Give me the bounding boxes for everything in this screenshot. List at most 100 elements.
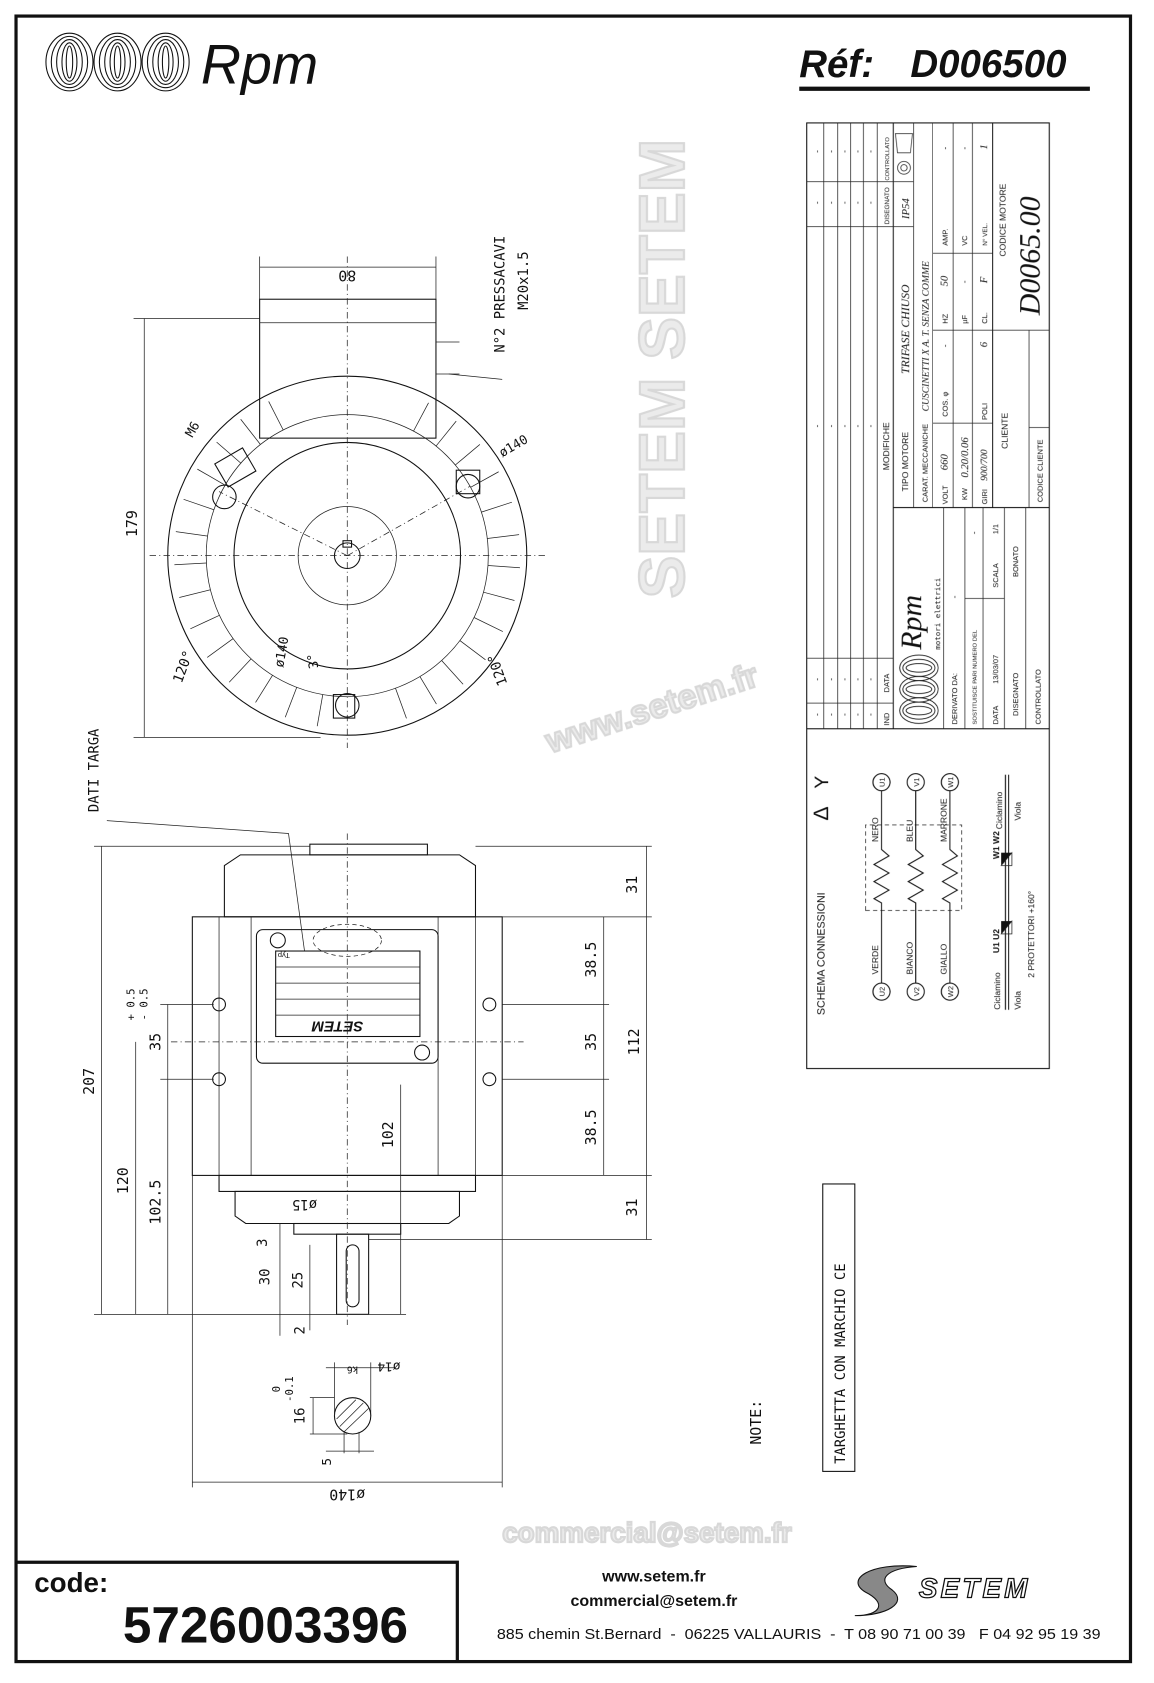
terminal-end-label: V1 (912, 778, 921, 787)
shaft (336, 1233, 370, 1315)
volt-value: 660 (939, 454, 951, 471)
tb-logo-brand: Rpm (895, 595, 928, 651)
fin (441, 660, 464, 685)
tipo-motore: TRIFASE CHIUSO (899, 284, 912, 374)
sostituisce-value: - (969, 531, 979, 534)
terminal-start-label: W2 (946, 986, 955, 997)
amp-value: - (940, 147, 950, 150)
watermark-email: commercial@setem.fr (502, 1517, 792, 1548)
star-symbol: Y (812, 776, 833, 789)
cl-label: CL. (980, 312, 989, 324)
modifiche-empty-cell: - (812, 201, 822, 204)
modifiche-empty-cell: - (825, 150, 835, 153)
wire-color-end: NERO (870, 817, 880, 842)
terminal-cover (255, 929, 439, 1064)
modifiche-empty-cell: - (852, 150, 862, 153)
footer: code: 5726003396 www.setem.fr commercial… (16, 1560, 1101, 1662)
mod-modifiche-header: MODIFICHE (881, 422, 891, 470)
derivato-value: - (949, 595, 959, 598)
poli-value: 6 (978, 341, 990, 347)
fixing-circle-top: ø140 (497, 432, 531, 460)
derivato-label: DERIVATO DA: (950, 673, 959, 724)
title-block: ------------------------- IND DATA MODIF… (806, 122, 1050, 1070)
modifiche-empty-cell: - (865, 201, 875, 204)
shaft-key (345, 1244, 360, 1308)
watermark-brand: SETEM SETEM (626, 139, 698, 599)
modifiche-empty-cell: - (839, 678, 849, 681)
fin (413, 402, 429, 432)
prot-right-terms: W1 W2 (991, 831, 1001, 859)
codice-motore-label: CODICE MOTORE (997, 183, 1007, 256)
fin (487, 534, 520, 539)
fin (487, 565, 520, 569)
coil-logo-icon (45, 32, 190, 92)
mod-disegnato-header: DISEGNATO (884, 187, 891, 224)
winding-coil (941, 790, 959, 984)
fin (179, 589, 211, 598)
angle-3: 3° (305, 652, 322, 670)
dim-120: 120 (114, 1167, 132, 1194)
modifiche-empty-cell: - (865, 678, 875, 681)
email-link[interactable]: commercial@setem.fr (570, 1592, 737, 1610)
dim-body-dia: ø140 (329, 1486, 365, 1504)
ce-label-box (822, 1183, 856, 1472)
dim-2: 2 (293, 1326, 309, 1334)
giri-label: GIRI (980, 489, 989, 504)
cable-gland-size: M20x1.5 (516, 251, 532, 309)
fin (459, 640, 486, 661)
reference: Réf: D006500 (799, 43, 1090, 91)
dim-35-right: 35 (582, 1033, 600, 1051)
fin (207, 638, 234, 658)
nameplate-label: DATI TARGA (86, 728, 102, 812)
dim-102-5: 102.5 (146, 1180, 164, 1225)
modifiche-empty-cell: - (865, 150, 875, 153)
data-value: 13/03/07 (991, 655, 1000, 684)
vel-value: 1 (978, 144, 990, 149)
fin (240, 419, 261, 445)
hz-value: 50 (939, 275, 951, 286)
wire-color-start: BIANCO (905, 941, 915, 974)
cl-value: F (978, 276, 990, 284)
wire-color-end: MARRONE (939, 798, 949, 842)
code-box (16, 1560, 459, 1662)
angle-left: 120° (170, 648, 196, 685)
dim-30: 30 (257, 1269, 273, 1286)
angle-right: 120° (485, 651, 511, 688)
dim-25: 25 (290, 1272, 306, 1289)
prot-right-bottom: Viola (1012, 802, 1022, 821)
protectors-note: 2 PROTETTORI +160° (1026, 891, 1036, 978)
notes-label: NOTE: (747, 1400, 765, 1445)
fin (395, 688, 407, 719)
ref-value: D006500 (910, 43, 1067, 86)
cable-glands: N°2 PRESSACAVI (492, 236, 508, 353)
modifiche-empty-cell: - (865, 424, 875, 427)
uf-label: µF (960, 314, 969, 323)
fin (175, 531, 208, 537)
dim-38-5-top: 38.5 (582, 942, 600, 978)
dim-spigot-dia: ø15 (292, 1196, 317, 1212)
mod-ind-header: IND (882, 712, 891, 725)
dim-207: 207 (80, 1068, 98, 1095)
website-link[interactable]: www.setem.fr (601, 1567, 706, 1585)
dim-key-5: 5 (320, 1458, 335, 1466)
front-view: 80 179 N°2 PRESSACAVI M20x1.5 M6 ø140 12… (123, 236, 545, 749)
side-view: Typ SETEM 207 120 102.5 35 + 0.5 - 0.5 3… (80, 833, 652, 1504)
tb-logo-sub: motori elettrici (933, 578, 942, 650)
carat-value: CUSCINETTI X A. T. SENZA COMME (921, 261, 932, 411)
fin (228, 658, 252, 683)
connection-diagram: SCHEMA CONNESSIONI Δ Y U2U1VERDENEROV2V1… (809, 773, 1036, 1015)
dim-102: 102 (379, 1121, 397, 1148)
code-label: code: (34, 1567, 108, 1598)
fin (197, 468, 226, 486)
dim-3: 3 (255, 1239, 271, 1247)
fin (419, 676, 437, 705)
ref-label: Réf: (799, 43, 874, 86)
modifiche-empty-cell: - (825, 678, 835, 681)
fin (455, 444, 481, 466)
terminal-start-label: U2 (878, 987, 887, 997)
rpm-coil-logo-icon (899, 654, 939, 724)
kw-label: KW (960, 487, 969, 500)
mod-data-header: DATA (882, 674, 891, 693)
thread-m6: M6 (183, 419, 204, 440)
dim-31-top: 31 (623, 876, 641, 894)
